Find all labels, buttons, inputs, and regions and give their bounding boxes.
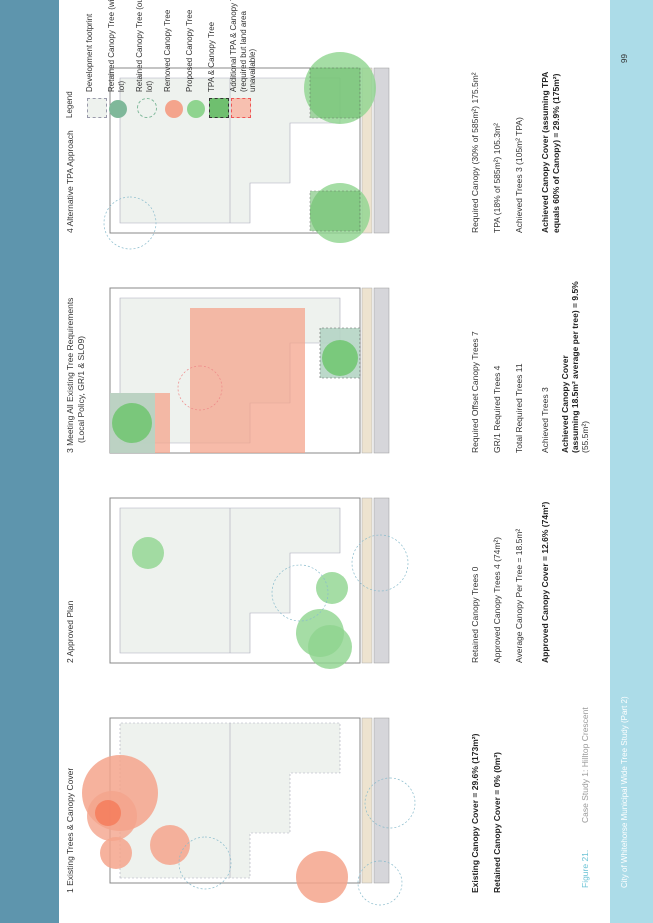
legend-label: TPA & Canopy Tree xyxy=(207,21,216,92)
legend-label: Retained Canopy Tree (within lot) xyxy=(107,0,126,92)
legend-item-footprint: Development footprint xyxy=(85,0,107,118)
legend: Legend Development footprint Retained Ca… xyxy=(65,0,345,118)
legend-item-additional-tpa: Additional TPA & Canopy Tree (required b… xyxy=(229,0,257,118)
legend-item-removed: Removed Canopy Tree xyxy=(163,0,185,118)
legend-label: Additional TPA & Canopy Tree (required b… xyxy=(229,0,257,92)
tpa-swatch xyxy=(209,98,229,118)
legend-item-retained-outside: Retained Canopy Tree (outside lot) xyxy=(135,0,157,118)
footprint-swatch xyxy=(87,98,107,118)
legend-label: Removed Canopy Tree xyxy=(163,9,172,92)
page-number-band xyxy=(610,0,653,923)
retained-tree-swatch xyxy=(109,100,127,118)
retained-outside-swatch xyxy=(137,98,157,118)
additional-tpa-swatch xyxy=(231,98,251,118)
legend-label: Retained Canopy Tree (outside lot) xyxy=(135,0,154,92)
proposed-tree-swatch xyxy=(187,100,205,118)
legend-item-retained: Retained Canopy Tree (within lot) xyxy=(107,0,129,118)
plan-1 xyxy=(82,717,416,906)
legend-item-proposed: Proposed Canopy Tree xyxy=(185,0,207,118)
plan-2 xyxy=(109,497,409,669)
removed-tree-swatch xyxy=(165,100,183,118)
legend-title: Legend xyxy=(65,91,74,118)
plan-4 xyxy=(103,52,390,250)
sidebar-band xyxy=(0,0,59,923)
legend-label: Proposed Canopy Tree xyxy=(185,9,194,92)
legend-item-tpa: TPA & Canopy Tree xyxy=(207,0,229,118)
legend-label: Development footprint xyxy=(85,13,94,92)
plan-3 xyxy=(109,287,390,454)
